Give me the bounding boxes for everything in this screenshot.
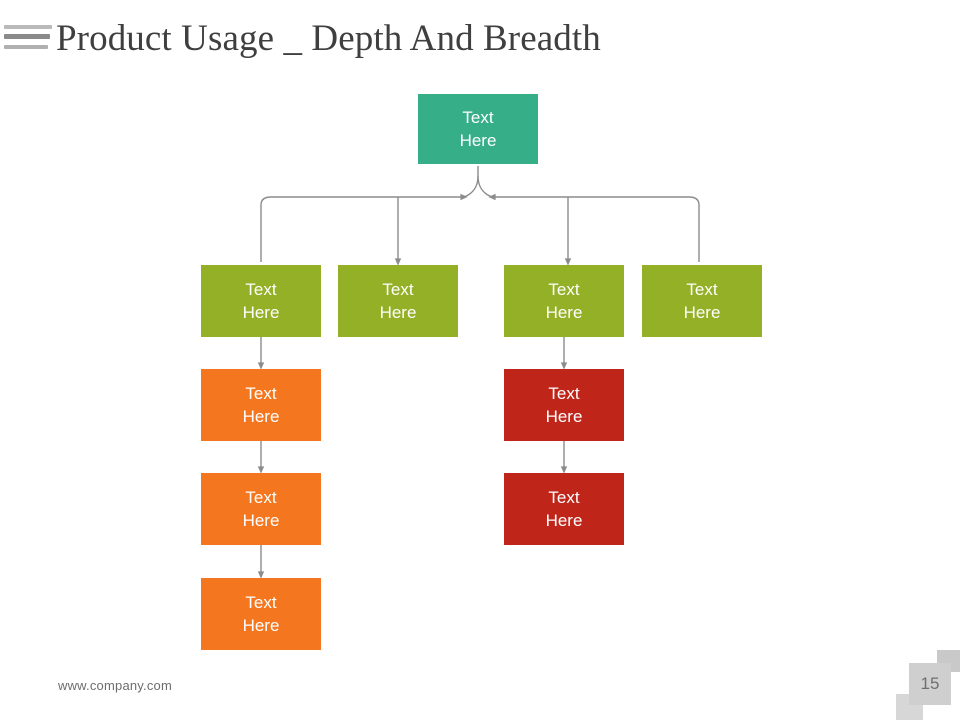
node-branch-1-child-3-line2: Here [242, 616, 280, 635]
node-branch-3-child-1-line2: Here [545, 407, 583, 426]
page-title: Product Usage _ Depth And Breadth [56, 18, 601, 59]
node-branch-4-line1: Text [686, 280, 718, 299]
node-branch-1-child-3-line1: Text [245, 593, 277, 612]
node-branch-3-child-2-line2: Here [545, 511, 583, 530]
node-root[interactable]: Text Here [418, 94, 538, 164]
node-branch-1-child-1[interactable]: Text Here [201, 369, 321, 441]
node-branch-4-line2: Here [683, 303, 721, 322]
node-branch-1-child-2[interactable]: Text Here [201, 473, 321, 545]
node-branch-1-child-2-line1: Text [245, 488, 277, 507]
node-branch-1-child-1-line1: Text [245, 384, 277, 403]
node-branch-1-line2: Here [242, 303, 280, 322]
three-lines-icon-bar-1 [4, 25, 52, 29]
connector-root-peak-left [463, 166, 479, 198]
three-lines-icon-bar-3 [4, 45, 48, 49]
node-branch-1-child-1-line2: Here [242, 407, 280, 426]
node-branch-2-line2: Here [379, 303, 417, 322]
connector-bus-left [260, 193, 468, 262]
node-root-line2: Here [459, 131, 497, 150]
three-lines-icon [4, 25, 52, 55]
node-branch-4[interactable]: Text Here [642, 265, 762, 337]
page-number: 15 [920, 674, 940, 693]
page-number-badge: 15 [909, 663, 951, 705]
node-branch-3-child-1-line1: Text [548, 384, 580, 403]
node-branch-3-child-2-line1: Text [548, 488, 580, 507]
node-branch-1[interactable]: Text Here [201, 265, 321, 337]
connector-bus-right [488, 193, 700, 262]
footer-url[interactable]: www.company.com [58, 678, 173, 693]
node-branch-2[interactable]: Text Here [338, 265, 458, 337]
node-branch-1-child-2-line2: Here [242, 511, 280, 530]
node-root-line1: Text [462, 108, 494, 127]
node-branch-3[interactable]: Text Here [504, 265, 624, 337]
page-number-group: 15 [896, 650, 960, 720]
node-branch-3-child-1[interactable]: Text Here [504, 369, 624, 441]
node-branch-2-line1: Text [382, 280, 414, 299]
connector-root-peak-right [477, 175, 493, 198]
node-branch-1-line1: Text [245, 280, 277, 299]
node-branch-3-child-2[interactable]: Text Here [504, 473, 624, 545]
node-branch-3-line1: Text [548, 280, 580, 299]
three-lines-icon-bar-2 [4, 34, 50, 39]
node-branch-3-line2: Here [545, 303, 583, 322]
node-branch-1-child-3[interactable]: Text Here [201, 578, 321, 650]
